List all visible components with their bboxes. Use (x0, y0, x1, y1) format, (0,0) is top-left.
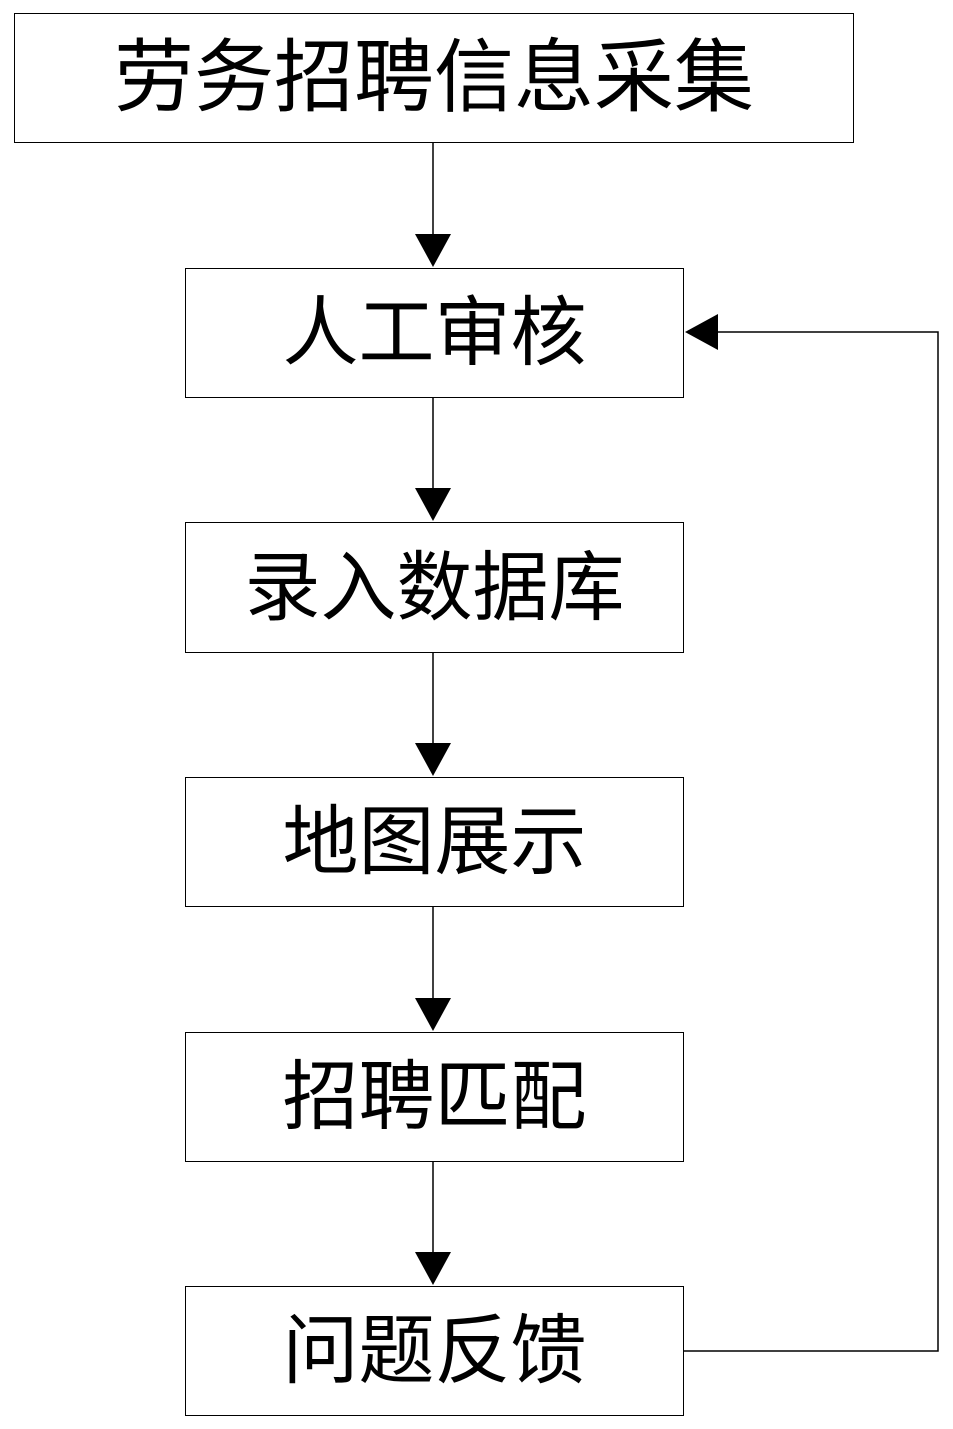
step-database-entry: 录入数据库 (185, 522, 684, 653)
step-label: 录入数据库 (244, 542, 625, 632)
feedback-loop-arrow-head (685, 314, 718, 350)
arrow-head-database-to-map (415, 743, 451, 776)
step-label: 劳务招聘信息采集 (114, 31, 754, 124)
arrow-head-map-to-matching (415, 998, 451, 1031)
step-manual-review: 人工审核 (185, 268, 684, 398)
arrow-head-collect-to-review (415, 234, 451, 267)
step-map-display: 地图展示 (185, 777, 684, 907)
feedback-loop-line (684, 331, 939, 1352)
step-label: 招聘匹配 (282, 1052, 587, 1141)
step-problem-feedback: 问题反馈 (185, 1286, 684, 1416)
step-recruitment-matching: 招聘匹配 (185, 1032, 684, 1162)
arrow-head-matching-to-feedback (415, 1252, 451, 1285)
arrow-head-review-to-database (415, 488, 451, 521)
step-info-collection: 劳务招聘信息采集 (14, 13, 854, 143)
step-label: 人工审核 (282, 288, 587, 377)
step-label: 问题反馈 (282, 1306, 587, 1395)
step-label: 地图展示 (282, 797, 587, 886)
